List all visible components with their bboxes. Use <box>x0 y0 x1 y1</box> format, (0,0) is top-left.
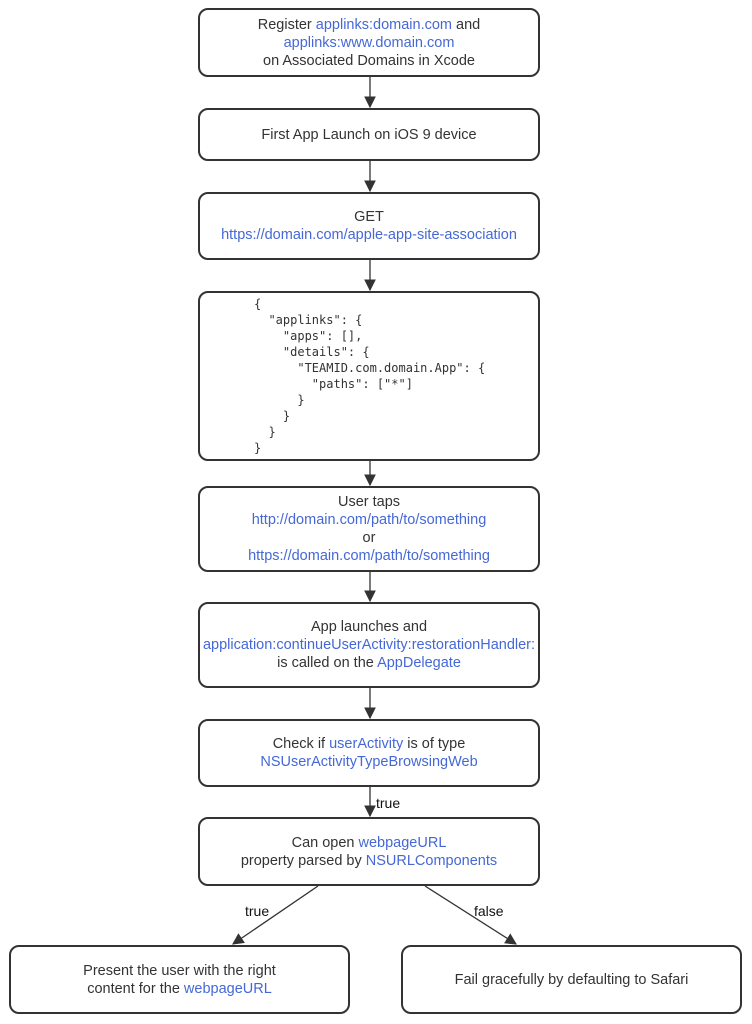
app-launches-line-3: is called on the AppDelegate <box>277 655 461 671</box>
edge-label-false-right: false <box>474 903 504 919</box>
first-launch-text: First App Launch on iOS 9 device <box>261 126 477 143</box>
can-open-line-1: Can open webpageURL <box>291 834 447 851</box>
register-line-2: applinks:www.domain.com <box>283 34 455 51</box>
continue-user-activity-method: application:continueUserActivity:restora… <box>202 637 536 653</box>
user-taps-node: User taps http://domain.com/path/to/some… <box>198 486 540 572</box>
register-line-1: Register applinks:domain.com and <box>257 16 481 33</box>
present-line-2: content for the webpageURL <box>87 980 272 997</box>
app-launches-node: App launches and application:continueUse… <box>198 602 540 688</box>
get-url: https://domain.com/apple-app-site-associ… <box>221 227 517 243</box>
edge-label-true-check: true <box>376 795 401 811</box>
browsing-web-type: NSUserActivityTypeBrowsingWeb <box>260 754 478 770</box>
present-line-1: Present the user with the right <box>83 962 276 979</box>
aasa-json-node: { "applinks": { "apps": [], "details": {… <box>198 291 540 461</box>
fail-safari-node: Fail gracefully by defaulting to Safari <box>401 945 742 1014</box>
arrow-canopen-to-present <box>232 885 319 945</box>
fail-text: Fail gracefully by defaulting to Safari <box>454 971 689 988</box>
arrow-canopen-to-fail <box>424 885 517 945</box>
present-content-node: Present the user with the right content … <box>9 945 350 1014</box>
user-taps-http-url: http://domain.com/path/to/something <box>251 512 487 528</box>
first-launch-node: First App Launch on iOS 9 device <box>198 108 540 161</box>
aasa-json-code: { "applinks": { "apps": [], "details": {… <box>254 297 486 455</box>
can-open-line-2: property parsed by NSURLComponents <box>240 852 498 869</box>
register-domains-node: Register applinks:domain.com and applink… <box>198 8 540 77</box>
register-line-3: on Associated Domains in Xcode <box>263 52 475 69</box>
check-type-line-1: Check if userActivity is of type <box>272 736 466 752</box>
edge-label-true-left: true <box>245 903 270 919</box>
check-type-node: Check if userActivity is of type NSUserA… <box>198 719 540 787</box>
app-launches-line-1: App launches and <box>310 619 428 635</box>
user-taps-label: User taps <box>337 494 401 510</box>
can-open-node: Can open webpageURL property parsed by N… <box>198 817 540 886</box>
get-request-node: GET https://domain.com/apple-app-site-as… <box>198 192 540 260</box>
user-taps-or: or <box>362 530 376 546</box>
get-method: GET <box>354 209 384 225</box>
user-taps-https-url: https://domain.com/path/to/something <box>248 548 490 564</box>
